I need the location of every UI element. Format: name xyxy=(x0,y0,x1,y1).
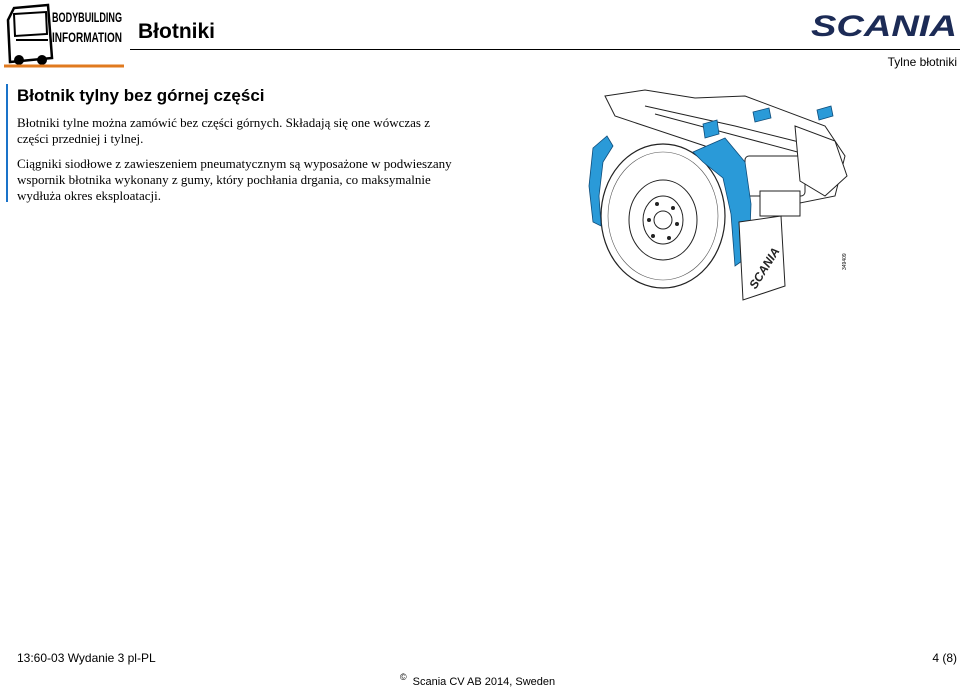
chassis-frame xyxy=(604,89,848,217)
paragraph-1: Błotniki tylne można zamówić bez części … xyxy=(17,115,430,146)
section-heading: Błotnik tylny bez górnej części xyxy=(17,86,265,105)
page-number: 4 (8) xyxy=(932,651,957,665)
wheel xyxy=(600,143,726,289)
logo-line2: INFORMATION xyxy=(52,29,122,45)
logo-line1: BODYBUILDING xyxy=(52,9,122,25)
copyright-notice: © Scania CV AB 2014, Sweden xyxy=(400,672,556,688)
figure-id: 349409 xyxy=(842,253,848,270)
copyright-symbol: © xyxy=(400,672,407,682)
bodybuilding-information-logo: BODYBUILDING INFORMATION xyxy=(2,0,126,70)
change-bar xyxy=(6,84,8,202)
mudflap: SCANIA xyxy=(738,215,786,301)
document-reference: 13:60-03 Wydanie 3 pl-PL xyxy=(17,651,156,665)
copyright-text: Scania CV AB 2014, Sweden xyxy=(412,676,556,688)
header-divider xyxy=(130,49,960,50)
section-label: Tylne błotniki xyxy=(887,55,957,69)
paragraph-2: Ciągniki siodłowe z zawieszeniem pneumat… xyxy=(17,156,452,203)
brand-wordmark: SCANIA xyxy=(811,10,957,40)
page-title: Błotniki xyxy=(138,20,215,43)
rear-fender-illustration: SCANIA xyxy=(585,86,860,306)
fender-parts xyxy=(588,105,834,267)
scania-logo: SCANIA xyxy=(810,10,958,45)
truck-logo-icon xyxy=(4,3,124,68)
